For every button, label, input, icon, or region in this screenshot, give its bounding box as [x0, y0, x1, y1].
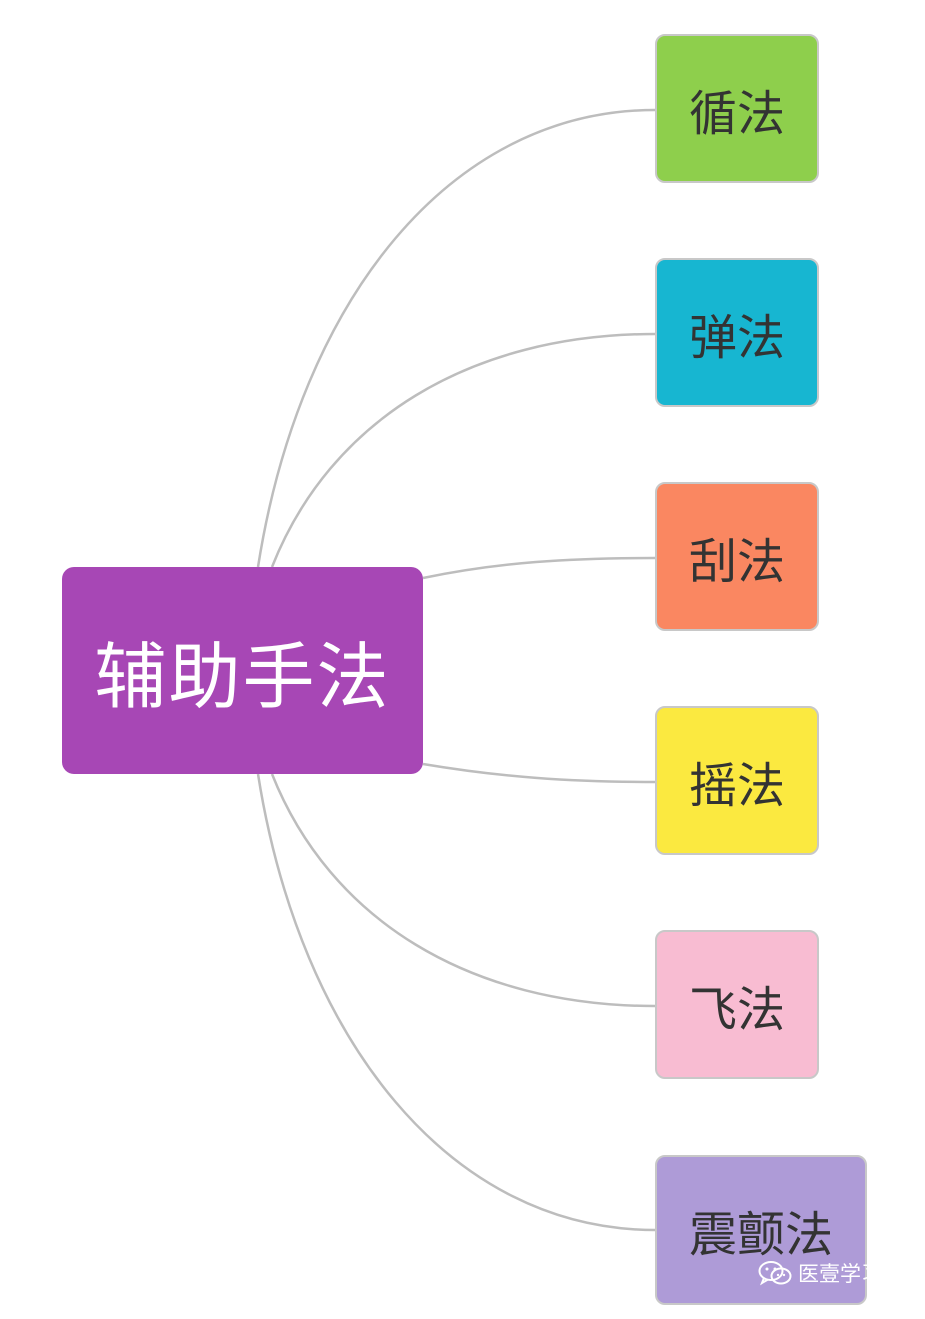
- child-label-0: 循法: [688, 85, 785, 142]
- root-node: 辅助手法: [62, 567, 423, 774]
- connector-line-4: [270, 773, 656, 1008]
- connector-line-0: [256, 108, 656, 568]
- child-label-2: 刮法: [688, 533, 785, 590]
- connector-line-1: [270, 332, 656, 568]
- connector-line-5: [256, 773, 656, 1232]
- watermark-label: 医壹学习: [798, 1262, 882, 1286]
- child-label-3: 摇法: [688, 757, 785, 814]
- child-node-4: 飞法: [655, 930, 819, 1079]
- child-node-2: 刮法: [655, 482, 819, 631]
- child-node-0: 循法: [655, 34, 819, 183]
- root-label: 辅助手法: [94, 635, 391, 719]
- wechat-icon: [758, 1261, 792, 1286]
- child-node-3: 摇法: [655, 706, 819, 855]
- connector-line-2: [422, 556, 656, 580]
- watermark: 医壹学习: [758, 1258, 882, 1288]
- connector-line-3: [422, 762, 656, 784]
- child-node-5: 震颤法: [655, 1155, 867, 1305]
- child-node-1: 弹法: [655, 258, 819, 407]
- child-label-4: 飞法: [688, 981, 785, 1038]
- child-label-5: 震颤法: [688, 1207, 833, 1263]
- child-label-1: 弹法: [688, 309, 785, 366]
